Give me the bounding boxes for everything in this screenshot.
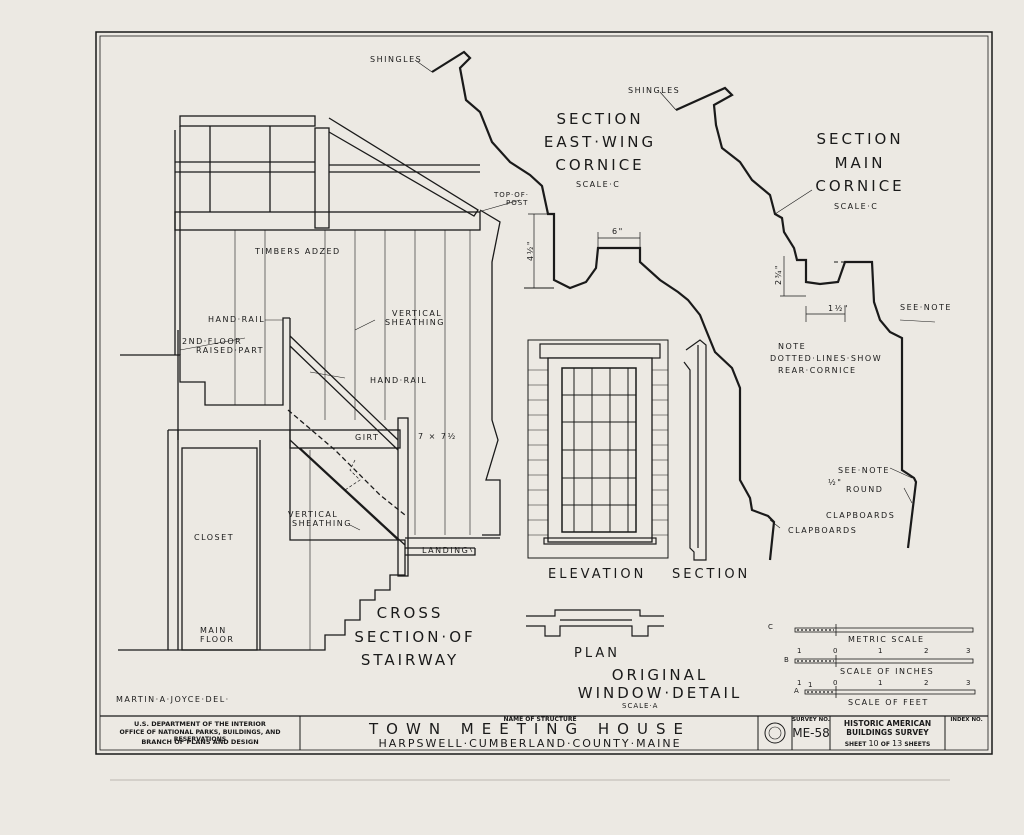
inch-tick-2: 0 <box>833 679 839 687</box>
survey-no-label: SURVEY NO. <box>792 717 830 723</box>
metric-tick-4: 2 <box>924 647 930 655</box>
metric-tick-2: 0 <box>833 647 839 655</box>
scale-c-east: SCALE·C <box>576 180 621 189</box>
label-top-of-post-2: POST <box>506 199 529 207</box>
sheet-count: SHEET 10 OF 13 SHEETS <box>830 739 945 748</box>
title-east-wing-2: EAST·WING <box>543 133 657 151</box>
survey-no: ME-58 <box>792 726 830 740</box>
label-elevation: ELEVATION <box>548 567 647 582</box>
label-closet: CLOSET <box>194 533 235 542</box>
label-see-note-2: SEE·NOTE <box>838 466 890 475</box>
metric-tick-5: 3 <box>966 647 972 655</box>
inch-tick-1: 1 <box>797 679 803 687</box>
title-east-wing-3: CORNICE <box>555 156 645 174</box>
title-window-detail-2: WINDOW·DETAIL <box>577 684 743 702</box>
survey-title-1: HISTORIC AMERICAN <box>843 719 932 728</box>
label-top-of-post-1: TOP·OF· <box>494 191 529 199</box>
dim-1-half-inch: 1½" <box>828 304 850 313</box>
feet-tick-1: 1 <box>808 681 814 689</box>
metric-tick-3: 1 <box>878 647 884 655</box>
survey-title-2: BUILDINGS SURVEY <box>846 728 929 737</box>
label-hand-rail-1: HAND·RAIL <box>208 315 266 324</box>
title-cross-section-2: SECTION·OF <box>354 628 476 646</box>
delineator: MARTIN·A·JOYCE·DEL· <box>116 695 230 704</box>
structure-name: TOWN MEETING HOUSE <box>369 720 691 738</box>
scale-b-marker: B <box>784 656 790 664</box>
title-main-cornice-1: SECTION <box>816 130 904 148</box>
agency-line-2: OFFICE OF NATIONAL PARKS, BUILDINGS, AND… <box>119 729 281 743</box>
scale-of-inches-label: SCALE OF INCHES <box>840 667 935 676</box>
label-half-round-1: ½" <box>828 478 843 487</box>
dimension-lines <box>528 213 846 322</box>
label-section: SECTION <box>672 567 751 582</box>
label-main-floor-2: FLOOR <box>200 635 235 644</box>
dim-4-half-inch: 4½" <box>526 239 536 262</box>
label-clapboards-east: CLAPBOARDS <box>788 526 858 535</box>
leader-lines <box>179 59 936 553</box>
label-hand-rail-2: HAND·RAIL <box>370 376 428 385</box>
label-girt: GIRT <box>355 433 380 442</box>
label-vertical-sheathing-2b: SHEATHING <box>292 519 352 528</box>
title-main-cornice-2: MAIN <box>834 154 886 172</box>
label-landing: LANDING <box>422 546 470 555</box>
title-main-cornice-3: CORNICE <box>815 177 905 195</box>
main-cornice-profile <box>675 86 918 549</box>
label-vertical-sheathing-1b: SHEATHING <box>385 318 445 327</box>
sheets-label: SHEETS <box>904 741 931 748</box>
sheet-border <box>95 31 993 755</box>
graphic-scales <box>794 624 976 698</box>
note-line-3: REAR·CORNICE <box>778 366 857 375</box>
name-of-structure-label: NAME OF STRUCTURE <box>503 716 577 723</box>
label-half-round-2: ROUND <box>846 485 884 494</box>
label-main-floor-1: MAIN <box>200 626 227 635</box>
index-no-label: INDEX NO. <box>950 717 983 723</box>
structure-location: HARPSWELL·CUMBERLAND·COUNTY·MAINE <box>378 737 682 750</box>
label-timbers-adzed: TIMBERS ADZED <box>255 247 341 256</box>
label-see-note-1: SEE·NOTE <box>900 303 952 312</box>
survey-seal-inner <box>768 726 782 740</box>
note-line-1: NOTE <box>778 342 807 351</box>
label-shingles-east: SHINGLES <box>370 55 423 64</box>
inch-tick-3: 1 <box>878 679 884 687</box>
label-shingles-main: SHINGLES <box>628 86 681 95</box>
sheet-number: 10 <box>868 739 879 748</box>
scale-a-label: SCALE·A <box>622 702 659 710</box>
sheet-total: 13 <box>892 739 903 748</box>
label-vertical-sheathing-1a: VERTICAL <box>392 309 443 318</box>
label-2nd-floor-2: RAISED·PART <box>196 346 265 355</box>
label-plan: PLAN <box>574 646 620 661</box>
label-vertical-sheathing-2a: VERTICAL <box>288 510 339 519</box>
window-section <box>683 339 707 561</box>
metric-tick-1: 1 <box>797 647 803 655</box>
inch-tick-5: 3 <box>966 679 972 687</box>
window-elevation <box>527 339 669 559</box>
title-cross-section-1: CROSS <box>376 604 444 622</box>
label-clapboards-main: CLAPBOARDS <box>826 511 896 520</box>
scale-c-main: SCALE·C <box>834 202 879 211</box>
metric-scale-label: METRIC SCALE <box>848 635 925 644</box>
survey-seal <box>764 722 786 744</box>
east-wing-cornice-profile <box>431 50 776 561</box>
sheet-label: SHEET <box>844 741 867 748</box>
label-2nd-floor-1: 2ND·FLOOR <box>182 337 243 346</box>
agency-line-1: U.S. DEPARTMENT OF THE INTERIOR <box>134 720 266 728</box>
of-label: OF <box>880 741 890 748</box>
title-east-wing-1: SECTION <box>556 110 644 128</box>
note-line-2: DOTTED·LINES·SHOW <box>770 354 883 363</box>
dim-2-3-4-inch: 2¾" <box>774 263 784 286</box>
window-plan <box>526 609 664 637</box>
dim-6-inch: 6" <box>612 227 624 236</box>
stairway-section <box>118 115 501 651</box>
scale-of-feet-label: SCALE OF FEET <box>848 698 929 707</box>
title-window-detail-1: ORIGINAL <box>611 666 709 684</box>
title-cross-section-3: STAIRWAY <box>360 651 460 669</box>
scale-a-marker: A <box>794 687 800 695</box>
sheet-inner-border <box>99 35 989 751</box>
label-girt-size: 7 × 7½ <box>418 432 457 441</box>
agency-line-3: BRANCH OF PLANS AND DESIGN <box>141 738 259 746</box>
inch-tick-4: 2 <box>924 679 930 687</box>
scale-c-marker: C <box>768 623 774 631</box>
